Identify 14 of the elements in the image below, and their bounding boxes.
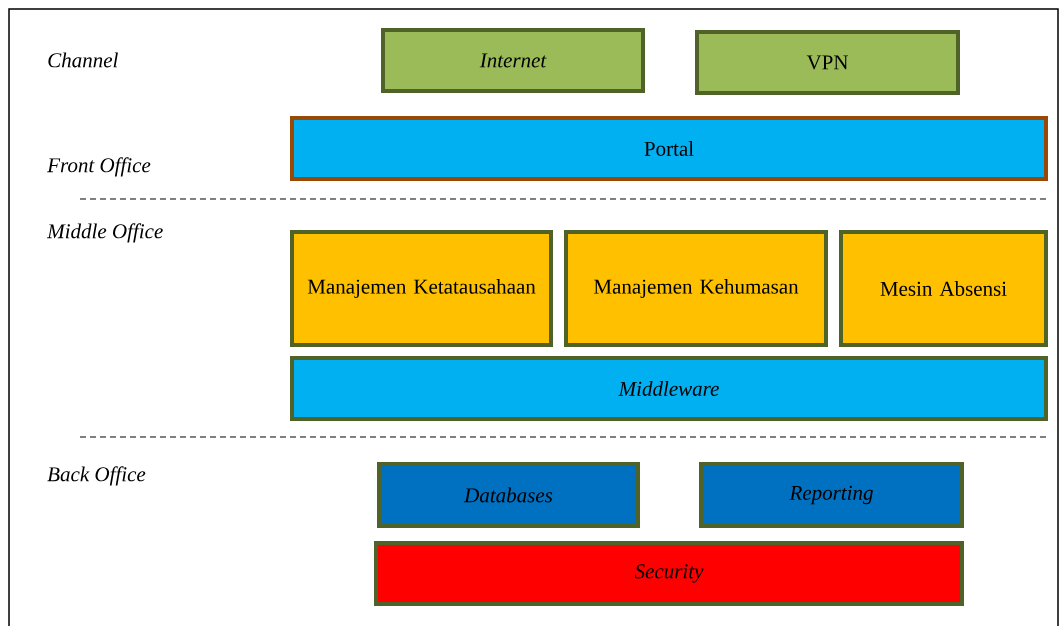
layer-label: Channel	[48, 52, 118, 68]
layer-box: Security	[374, 541, 964, 606]
layer-box: Manajemen Ketatausahaan	[290, 230, 553, 347]
layer-box: Internet	[381, 28, 645, 93]
layer-box: Reporting	[699, 462, 964, 528]
layer-label: Middle Office	[46, 223, 163, 243]
layer-label: Back Office	[47, 466, 146, 486]
layer-label: Front Office	[47, 157, 151, 177]
layer-box: Mesin Absensi	[839, 230, 1048, 347]
layer-box: Middleware	[290, 356, 1048, 421]
layer-box: VPN	[695, 30, 960, 95]
layer-box: Databases	[377, 462, 640, 528]
layer-box: Portal	[290, 116, 1048, 181]
layer-box: Manajemen Kehumasan	[564, 230, 828, 347]
